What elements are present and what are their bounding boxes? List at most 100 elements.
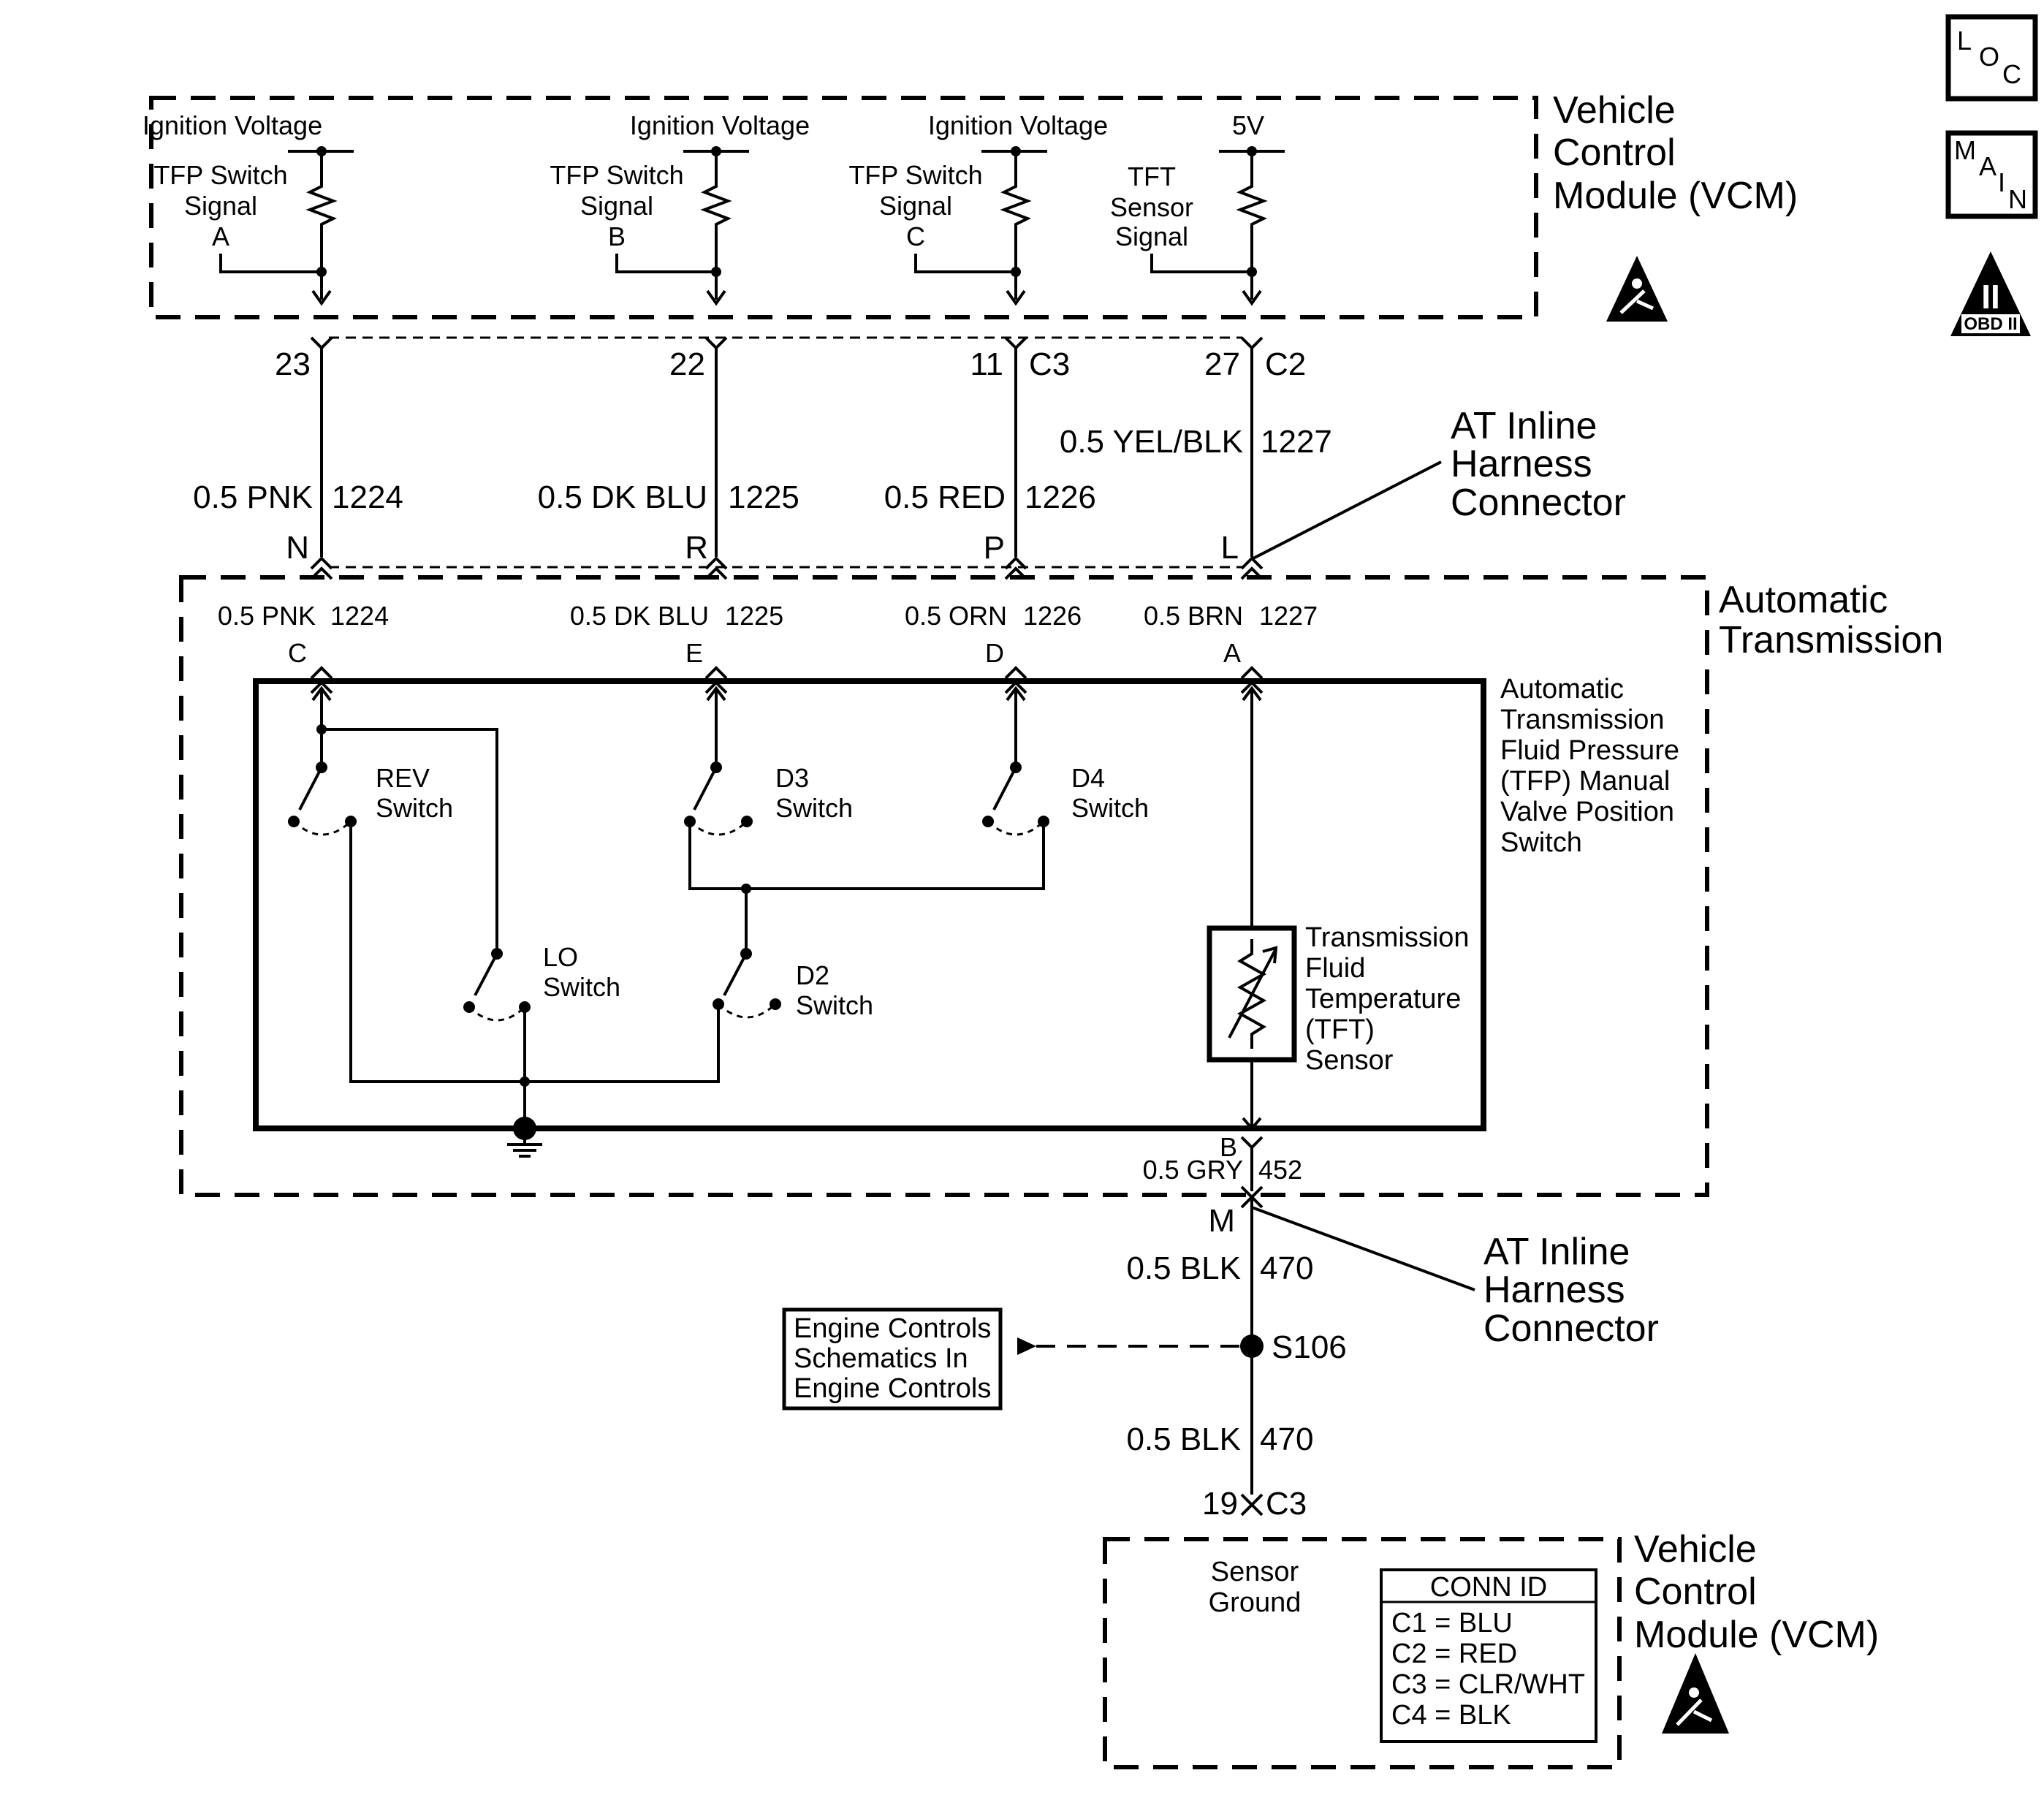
wire-color-452: 0.5 GRY xyxy=(1143,1155,1243,1185)
vcm-pin-11: 11 xyxy=(970,346,1003,382)
circuit-452: 452 xyxy=(1258,1155,1302,1185)
switch-internal-wiring xyxy=(288,686,1297,1158)
vcm-conn-c2: C2 xyxy=(1265,346,1306,382)
tft-label-line4: (TFT) xyxy=(1305,1014,1375,1045)
signal-label-tft-line2: Sensor xyxy=(1110,192,1193,222)
signal-label-b-line2: Signal xyxy=(580,191,653,221)
d2-switch-label-line2: Switch xyxy=(796,990,873,1020)
circuit-1227: 1227 xyxy=(1261,424,1332,460)
conn-id-row-c1: C1 = BLU xyxy=(1391,1608,1513,1639)
transmission-boundary xyxy=(179,575,1709,1197)
supply-label-c: Ignition Voltage xyxy=(928,110,1108,140)
signal-label-c-line1: TFP Switch xyxy=(848,160,982,190)
switch-pin-d: D xyxy=(985,638,1004,668)
main-icon-a: A xyxy=(1979,151,1996,181)
sensor-ground-line2: Ground xyxy=(1209,1587,1302,1618)
vcm-circuit-b: Ignition Voltage TFP Switch Signal B xyxy=(550,110,810,306)
supply-label-b: Ignition Voltage xyxy=(630,110,810,140)
vcm-bottom-title-line3: Module (VCM) xyxy=(1634,1614,1879,1656)
splice-s106-dot xyxy=(1240,1334,1264,1358)
switch-pin-a: A xyxy=(1223,638,1241,668)
wire-color-470-lower: 0.5 BLK xyxy=(1126,1421,1241,1457)
tft-label-line2: Fluid xyxy=(1305,953,1365,984)
engine-ref-line2: Schematics In xyxy=(794,1343,968,1374)
vcm-top-boundary xyxy=(149,96,1538,319)
switch-assembly-label-line6: Switch xyxy=(1500,827,1582,858)
signal-label-tft-line1: TFT xyxy=(1128,162,1176,191)
wire-color-1224: 0.5 PNK xyxy=(193,479,313,515)
trans-circuit-1227: 1227 xyxy=(1259,601,1318,631)
loc-icon[interactable]: L O C xyxy=(1945,14,2038,102)
vcm-top-title-line2: Control xyxy=(1553,132,1676,174)
switch-assembly-label-line2: Transmission xyxy=(1500,705,1665,735)
loc-icon-o: O xyxy=(1979,42,1999,72)
tft-label-line5: Sensor xyxy=(1305,1045,1394,1076)
signal-label-a-line1: TFP Switch xyxy=(153,160,287,190)
supply-label-5v: 5V xyxy=(1232,110,1264,140)
signal-label-c-line2: Signal xyxy=(879,191,952,221)
switch-pin-c: C xyxy=(288,638,307,668)
vcm-bottom-pin-19: 19 xyxy=(1202,1486,1238,1522)
switch-assembly-label-line5: Valve Position xyxy=(1500,797,1674,827)
vcm-circuit-a: Ignition Voltage TFP Switch Signal A xyxy=(143,110,354,306)
lo-switch-label-line2: Switch xyxy=(543,972,620,1002)
switch-assembly-box xyxy=(253,678,1486,1131)
vcm-top-title: Vehicle Control Module (VCM) xyxy=(1553,89,1798,217)
inline-connector-label-line3: Connector xyxy=(1451,482,1626,524)
inline-connector-label-line1: AT Inline xyxy=(1451,405,1597,447)
lower-inline-label-line2: Harness xyxy=(1483,1269,1625,1311)
circuit-470-lower: 470 xyxy=(1260,1421,1313,1457)
trans-circuit-1225: 1225 xyxy=(725,601,783,631)
vcm-circuit-tft: 5V TFT Sensor Signal xyxy=(1110,110,1285,306)
wire-color-1225: 0.5 DK BLU xyxy=(538,479,707,515)
wire-color-470-upper: 0.5 BLK xyxy=(1126,1250,1241,1286)
signal-label-c-line3: C xyxy=(906,221,925,251)
main-wires xyxy=(310,336,1264,557)
tft-sensor-label: Transmission Fluid Temperature (TFT) Sen… xyxy=(1305,922,1470,1076)
switch-assembly-label-line3: Fluid Pressure xyxy=(1500,735,1679,766)
switch-assembly-label-line1: Automatic xyxy=(1500,674,1624,705)
transmission-title-line1: Automatic xyxy=(1719,579,1888,621)
engine-ref-line3: Engine Controls xyxy=(794,1373,991,1404)
switch-assembly-label: Automatic Transmission Fluid Pressure (T… xyxy=(1500,674,1679,858)
rev-switch-label-line1: REV xyxy=(376,763,430,793)
transmission-title-line2: Transmission xyxy=(1719,619,1943,661)
vcm-pin-22: 22 xyxy=(669,346,705,382)
esd-warning-icon-bottom xyxy=(1662,1653,1729,1734)
main-icon-n: N xyxy=(2008,184,2027,214)
trans-wire-color-1224: 0.5 PNK xyxy=(218,601,316,631)
conn-id-row-c2: C2 = RED xyxy=(1391,1639,1517,1669)
vcm-bottom-title-line1: Vehicle xyxy=(1634,1528,1757,1571)
trans-wire-color-1225: 0.5 DK BLU xyxy=(570,601,709,631)
main-icon-i: I xyxy=(1998,167,2005,197)
lo-switch-label-line1: LO xyxy=(543,942,578,972)
vcm-bottom-title-line2: Control xyxy=(1634,1571,1757,1613)
engine-ref-arrow-icon xyxy=(1017,1337,1036,1355)
sensor-pin-b-connector xyxy=(1240,1136,1264,1150)
d3-switch-label-line2: Switch xyxy=(775,793,853,823)
loc-icon-l: L xyxy=(1957,26,1972,56)
engine-ref-box[interactable] xyxy=(782,1307,1003,1411)
conn-id-row-c4: C4 = BLK xyxy=(1391,1700,1511,1731)
lower-inline-label-line1: AT Inline xyxy=(1483,1231,1630,1273)
sensor-pin-b: B xyxy=(1220,1132,1237,1162)
vcm-conn-c3: C3 xyxy=(1029,346,1070,382)
d4-switch-label-line1: D4 xyxy=(1071,763,1105,793)
inline-pin-l: L xyxy=(1221,530,1239,566)
loc-icon-c: C xyxy=(2002,59,2021,89)
signal-label-a-line2: Signal xyxy=(184,191,257,221)
main-icon[interactable]: M A I N xyxy=(1945,130,2038,219)
trans-circuit-1226: 1226 xyxy=(1023,601,1082,631)
obd-ii-icon[interactable]: II OBD II xyxy=(1950,251,2031,336)
esd-warning-icon xyxy=(1606,256,1668,322)
inline-pin-r: R xyxy=(685,530,708,566)
rev-switch-label-line2: Switch xyxy=(376,793,453,823)
lower-inline-pointer xyxy=(1251,1206,1475,1291)
vcm-bottom-conn-c3: C3 xyxy=(1266,1486,1307,1522)
conn-id-table: CONN ID C1 = BLU C2 = RED C3 = CLR/WHT C… xyxy=(1380,1568,1597,1743)
circuit-1224: 1224 xyxy=(332,479,403,515)
inline-pin-n: N xyxy=(286,530,309,566)
d3-switch-label-line1: D3 xyxy=(775,763,809,793)
trans-wire-color-1227: 0.5 BRN xyxy=(1144,601,1243,631)
